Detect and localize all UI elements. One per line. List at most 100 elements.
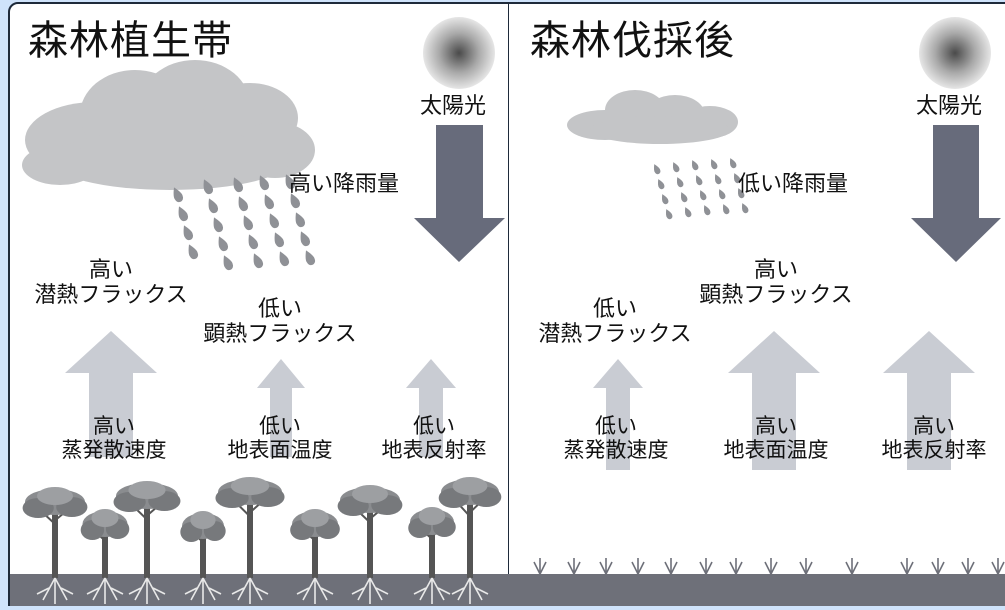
sensible-heat-level: 低い bbox=[257, 297, 302, 322]
grass-icon bbox=[931, 558, 945, 575]
raindrop bbox=[691, 160, 699, 171]
tree-icon bbox=[113, 481, 181, 604]
albedo-label: 低い 地表反射率 bbox=[366, 414, 502, 462]
sun-icon bbox=[423, 17, 495, 89]
raindrop bbox=[178, 206, 189, 222]
latent-heat-arrow bbox=[65, 331, 157, 457]
tree-icon bbox=[215, 477, 285, 604]
grass-icon bbox=[599, 558, 613, 575]
surface-temperature-text: 地表面温度 bbox=[723, 438, 829, 463]
raindrop bbox=[264, 194, 275, 210]
reflected-light-arrow bbox=[406, 359, 456, 457]
cloud-icon bbox=[567, 90, 738, 144]
raindrop bbox=[259, 175, 270, 191]
raindrop bbox=[699, 190, 707, 201]
latent-heat-level: 低い bbox=[592, 297, 637, 322]
grass-icon bbox=[991, 558, 1005, 575]
raindrop bbox=[300, 231, 311, 247]
panel-title: 森林伐採後 bbox=[530, 18, 735, 64]
tree-icon bbox=[438, 477, 502, 604]
grass-tufts bbox=[533, 558, 1005, 575]
sunlight-label: 太陽光 bbox=[916, 94, 983, 119]
tree-icon bbox=[337, 485, 403, 604]
grass-icon bbox=[664, 558, 678, 575]
raindrop bbox=[710, 159, 718, 170]
surface-temperature-level: 低い bbox=[259, 414, 301, 438]
grass-icon bbox=[567, 558, 581, 575]
grass-icon bbox=[533, 558, 547, 575]
latent-heat-text: 潜熱フラックス bbox=[34, 283, 188, 309]
raindrop bbox=[676, 177, 684, 188]
raindrop bbox=[680, 192, 688, 203]
raindrop bbox=[269, 213, 280, 229]
raindrop bbox=[703, 205, 711, 216]
raindrop bbox=[657, 179, 665, 190]
rain-drops bbox=[173, 174, 316, 271]
panel-title: 森林植生帯 bbox=[28, 18, 233, 64]
raindrop bbox=[672, 162, 680, 173]
evapotranspiration-label: 高い 蒸発散速度 bbox=[46, 414, 182, 462]
albedo-text: 地表反射率 bbox=[381, 438, 487, 463]
evapotranspiration-level: 低い bbox=[595, 414, 637, 438]
reflected-light-arrow bbox=[883, 331, 975, 470]
albedo-label: 高い 地表反射率 bbox=[866, 414, 1002, 462]
grass-icon bbox=[961, 558, 975, 575]
latent-heat-arrow bbox=[593, 359, 643, 470]
raindrop bbox=[733, 173, 741, 184]
sunlight-arrow bbox=[414, 125, 505, 262]
grass-icon bbox=[900, 558, 914, 575]
tree-icon bbox=[290, 509, 340, 604]
grass-icon bbox=[631, 558, 645, 575]
evapotranspiration-text: 蒸発散速度 bbox=[563, 438, 669, 463]
raindrop bbox=[183, 225, 194, 241]
tree-icon bbox=[22, 487, 88, 604]
raindrop bbox=[253, 253, 264, 269]
albedo-text: 地表反射率 bbox=[881, 438, 987, 463]
sensible-heat-text: 顕熱フラックス bbox=[699, 283, 853, 309]
sun-icon bbox=[919, 17, 991, 89]
deforested-panel bbox=[508, 2, 1005, 606]
sensible-heat-arrow bbox=[728, 331, 820, 470]
raindrop bbox=[274, 232, 285, 248]
raindrop bbox=[729, 158, 737, 169]
raindrop bbox=[173, 187, 184, 203]
raindrop bbox=[714, 174, 722, 185]
albedo-level: 高い bbox=[913, 414, 955, 438]
sensible-heat-flux-label: 低い 顕熱フラックス bbox=[186, 297, 374, 348]
raindrop bbox=[243, 215, 254, 231]
raindrop bbox=[208, 198, 219, 214]
sensible-heat-level: 高い bbox=[753, 258, 798, 283]
rainfall-label: 低い降雨量 bbox=[738, 172, 849, 197]
latent-heat-text: 潜熱フラックス bbox=[538, 322, 692, 348]
sunlight-label: 太陽光 bbox=[420, 94, 487, 119]
latent-heat-level: 高い bbox=[88, 258, 133, 283]
grass-icon bbox=[845, 558, 859, 575]
raindrop bbox=[248, 234, 259, 250]
raindrop bbox=[285, 174, 296, 190]
rainfall-label: 高い降雨量 bbox=[289, 172, 400, 197]
raindrop bbox=[290, 193, 301, 209]
surface-temperature-level: 高い bbox=[755, 414, 797, 438]
raindrop bbox=[741, 203, 749, 214]
tree-icon bbox=[180, 511, 226, 604]
raindrop bbox=[238, 196, 249, 212]
grass-icon bbox=[799, 558, 813, 575]
rain-drops bbox=[653, 158, 749, 220]
raindrop bbox=[218, 236, 229, 252]
evapotranspiration-label: 低い 蒸発散速度 bbox=[548, 414, 684, 462]
surface-temperature-label: 低い 地表面温度 bbox=[212, 414, 348, 462]
sensible-heat-arrow bbox=[257, 359, 305, 457]
tree-icon bbox=[408, 507, 456, 604]
raindrop bbox=[223, 255, 234, 271]
surface-temperature-text: 地表面温度 bbox=[227, 438, 333, 463]
raindrop bbox=[305, 250, 316, 266]
raindrop bbox=[665, 209, 673, 220]
raindrop bbox=[718, 189, 726, 200]
raindrop bbox=[213, 217, 224, 233]
evapotranspiration-level: 高い bbox=[93, 414, 135, 438]
raindrop bbox=[695, 175, 703, 186]
raindrop bbox=[653, 164, 661, 175]
grass-icon bbox=[764, 558, 778, 575]
